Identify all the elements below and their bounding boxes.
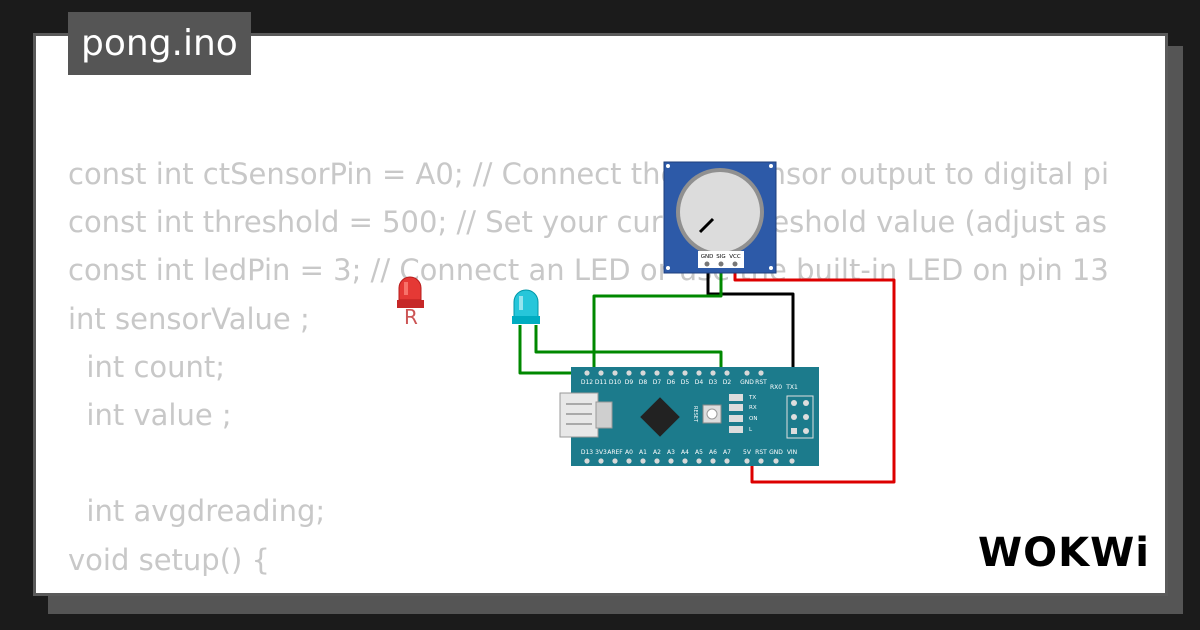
- pin-label-bottom-a4: A4: [681, 449, 689, 456]
- pin-bottom-a1[interactable]: [640, 458, 646, 464]
- potentiometer[interactable]: GND SIG VCC: [663, 161, 777, 274]
- pin-label-bottom-5v: 5V: [743, 449, 752, 456]
- pin-bottom-a5[interactable]: [696, 458, 702, 464]
- pin-top-d11[interactable]: [598, 370, 604, 376]
- pot-pin-label-area: [698, 251, 744, 268]
- pin-bottom-d13[interactable]: [584, 458, 590, 464]
- pin-label-d9: D9: [625, 379, 634, 386]
- pin-label-d10: D10: [609, 379, 621, 386]
- red-led[interactable]: R: [397, 276, 424, 329]
- pin-label-bottom-a2: A2: [653, 449, 661, 456]
- nano-top-header: [584, 370, 764, 376]
- pin-top-d3[interactable]: [710, 370, 716, 376]
- pot-pin-sig-label: SIG: [716, 254, 725, 260]
- pin-top-d9[interactable]: [626, 370, 632, 376]
- pin-label-bottom-a7: A7: [723, 449, 731, 456]
- led-l-label: L: [749, 427, 753, 433]
- nano-bottom-header: [584, 458, 795, 464]
- cyan-led[interactable]: [512, 289, 540, 324]
- pin-top-d12[interactable]: [584, 370, 590, 376]
- pin-label-bottom-gnd: GND: [769, 449, 783, 456]
- pin-bottom-a2[interactable]: [654, 458, 660, 464]
- red-led-label: R: [404, 305, 418, 329]
- pin-bottom-a3[interactable]: [668, 458, 674, 464]
- wokwi-logo[interactable]: WOKWi: [978, 528, 1148, 576]
- pin-label-bottom-a5: A5: [695, 449, 703, 456]
- pin-label-bottom-a0: A0: [625, 449, 633, 456]
- pin-label-d2: D2: [723, 379, 732, 386]
- wokwi-logo-text: WOKWi: [978, 530, 1148, 576]
- pin-label-bottom-d13: D13: [581, 449, 593, 456]
- pin-label-bottom-vin: VIN: [787, 449, 797, 456]
- led-on-label: ON: [749, 416, 757, 422]
- project-title[interactable]: pong.ino: [68, 12, 251, 75]
- led-tx-label: TX: [748, 395, 756, 401]
- pin-label-d7: D7: [653, 379, 662, 386]
- wire-vcc[interactable]: [733, 265, 896, 484]
- pin-top-d5[interactable]: [682, 370, 688, 376]
- pin-bottom-vin[interactable]: [789, 458, 795, 464]
- pin-top-d10[interactable]: [612, 370, 618, 376]
- wire-led-anode[interactable]: [534, 325, 723, 374]
- pot-pin-gnd-label: GND: [701, 254, 714, 260]
- pin-label-gnd: GND: [740, 379, 754, 386]
- pin-bottom-aref[interactable]: [612, 458, 618, 464]
- pin-label-d11: D11: [595, 379, 607, 386]
- pin-top-d6[interactable]: [668, 370, 674, 376]
- microcontroller-chip: [640, 397, 680, 437]
- pin-bottom-3v3[interactable]: [598, 458, 604, 464]
- knob-indicator: [698, 217, 715, 234]
- icsp-header: [786, 395, 814, 439]
- pin-label-bottom-aref: AREF: [607, 449, 623, 456]
- pin-label-d4: D4: [695, 379, 704, 386]
- pin-label-d12: D12: [581, 379, 593, 386]
- pin-bottom-a6[interactable]: [710, 458, 716, 464]
- pin-bottom-rst[interactable]: [758, 458, 764, 464]
- pin-label-bottom-a6: A6: [709, 449, 717, 456]
- pin-top-d4[interactable]: [696, 370, 702, 376]
- pin-bottom-a4[interactable]: [682, 458, 688, 464]
- pin-top-d8[interactable]: [640, 370, 646, 376]
- pin-label-bottom-3v3: 3V3: [595, 449, 607, 456]
- pin-bottom-a7[interactable]: [724, 458, 730, 464]
- pin-label-d5: D5: [681, 379, 690, 386]
- pin-label-bottom-rst: RST: [755, 449, 767, 456]
- pin-bottom-a0[interactable]: [626, 458, 632, 464]
- code-line-6: int value ;: [68, 397, 232, 432]
- pin-label-d3: D3: [709, 379, 718, 386]
- pin-label-bottom-a1: A1: [639, 449, 647, 456]
- pin-label-bottom-a3: A3: [667, 449, 675, 456]
- pin-label-rst: RST: [755, 379, 767, 386]
- pin-label-d8: D8: [639, 379, 648, 386]
- pin-bottom-gnd[interactable]: [773, 458, 779, 464]
- potentiometer-knob[interactable]: [680, 172, 760, 252]
- pin-top-gnd[interactable]: [744, 370, 750, 376]
- pin-label-rx0: RX0: [770, 384, 782, 391]
- code-line-5: int count;: [68, 349, 226, 384]
- pin-label-d6: D6: [667, 379, 676, 386]
- pin-top-d7[interactable]: [654, 370, 660, 376]
- code-line-8: int avgdreading;: [68, 494, 326, 529]
- code-line-4: int sensorValue ;: [68, 301, 310, 336]
- code-line-1: const int ctSensorPin = A0; // Connect t…: [68, 157, 1110, 191]
- pin-label-tx1: TX1: [785, 384, 798, 391]
- pin-bottom-5v[interactable]: [744, 458, 750, 464]
- pin-top-d2[interactable]: [724, 370, 730, 376]
- wire-led-cathode[interactable]: [518, 325, 751, 375]
- pin-top-rst[interactable]: [758, 370, 764, 376]
- pot-pin-vcc-label: VCC: [729, 254, 741, 260]
- arduino-nano[interactable]: RESET TX RX ON L: [559, 367, 819, 466]
- led-rx-label: RX: [749, 405, 757, 411]
- reset-label: RESET: [692, 406, 698, 423]
- code-line-10: Serial.begin(9600);: [68, 584, 1109, 593]
- code-line-9: void setup() {: [68, 542, 270, 577]
